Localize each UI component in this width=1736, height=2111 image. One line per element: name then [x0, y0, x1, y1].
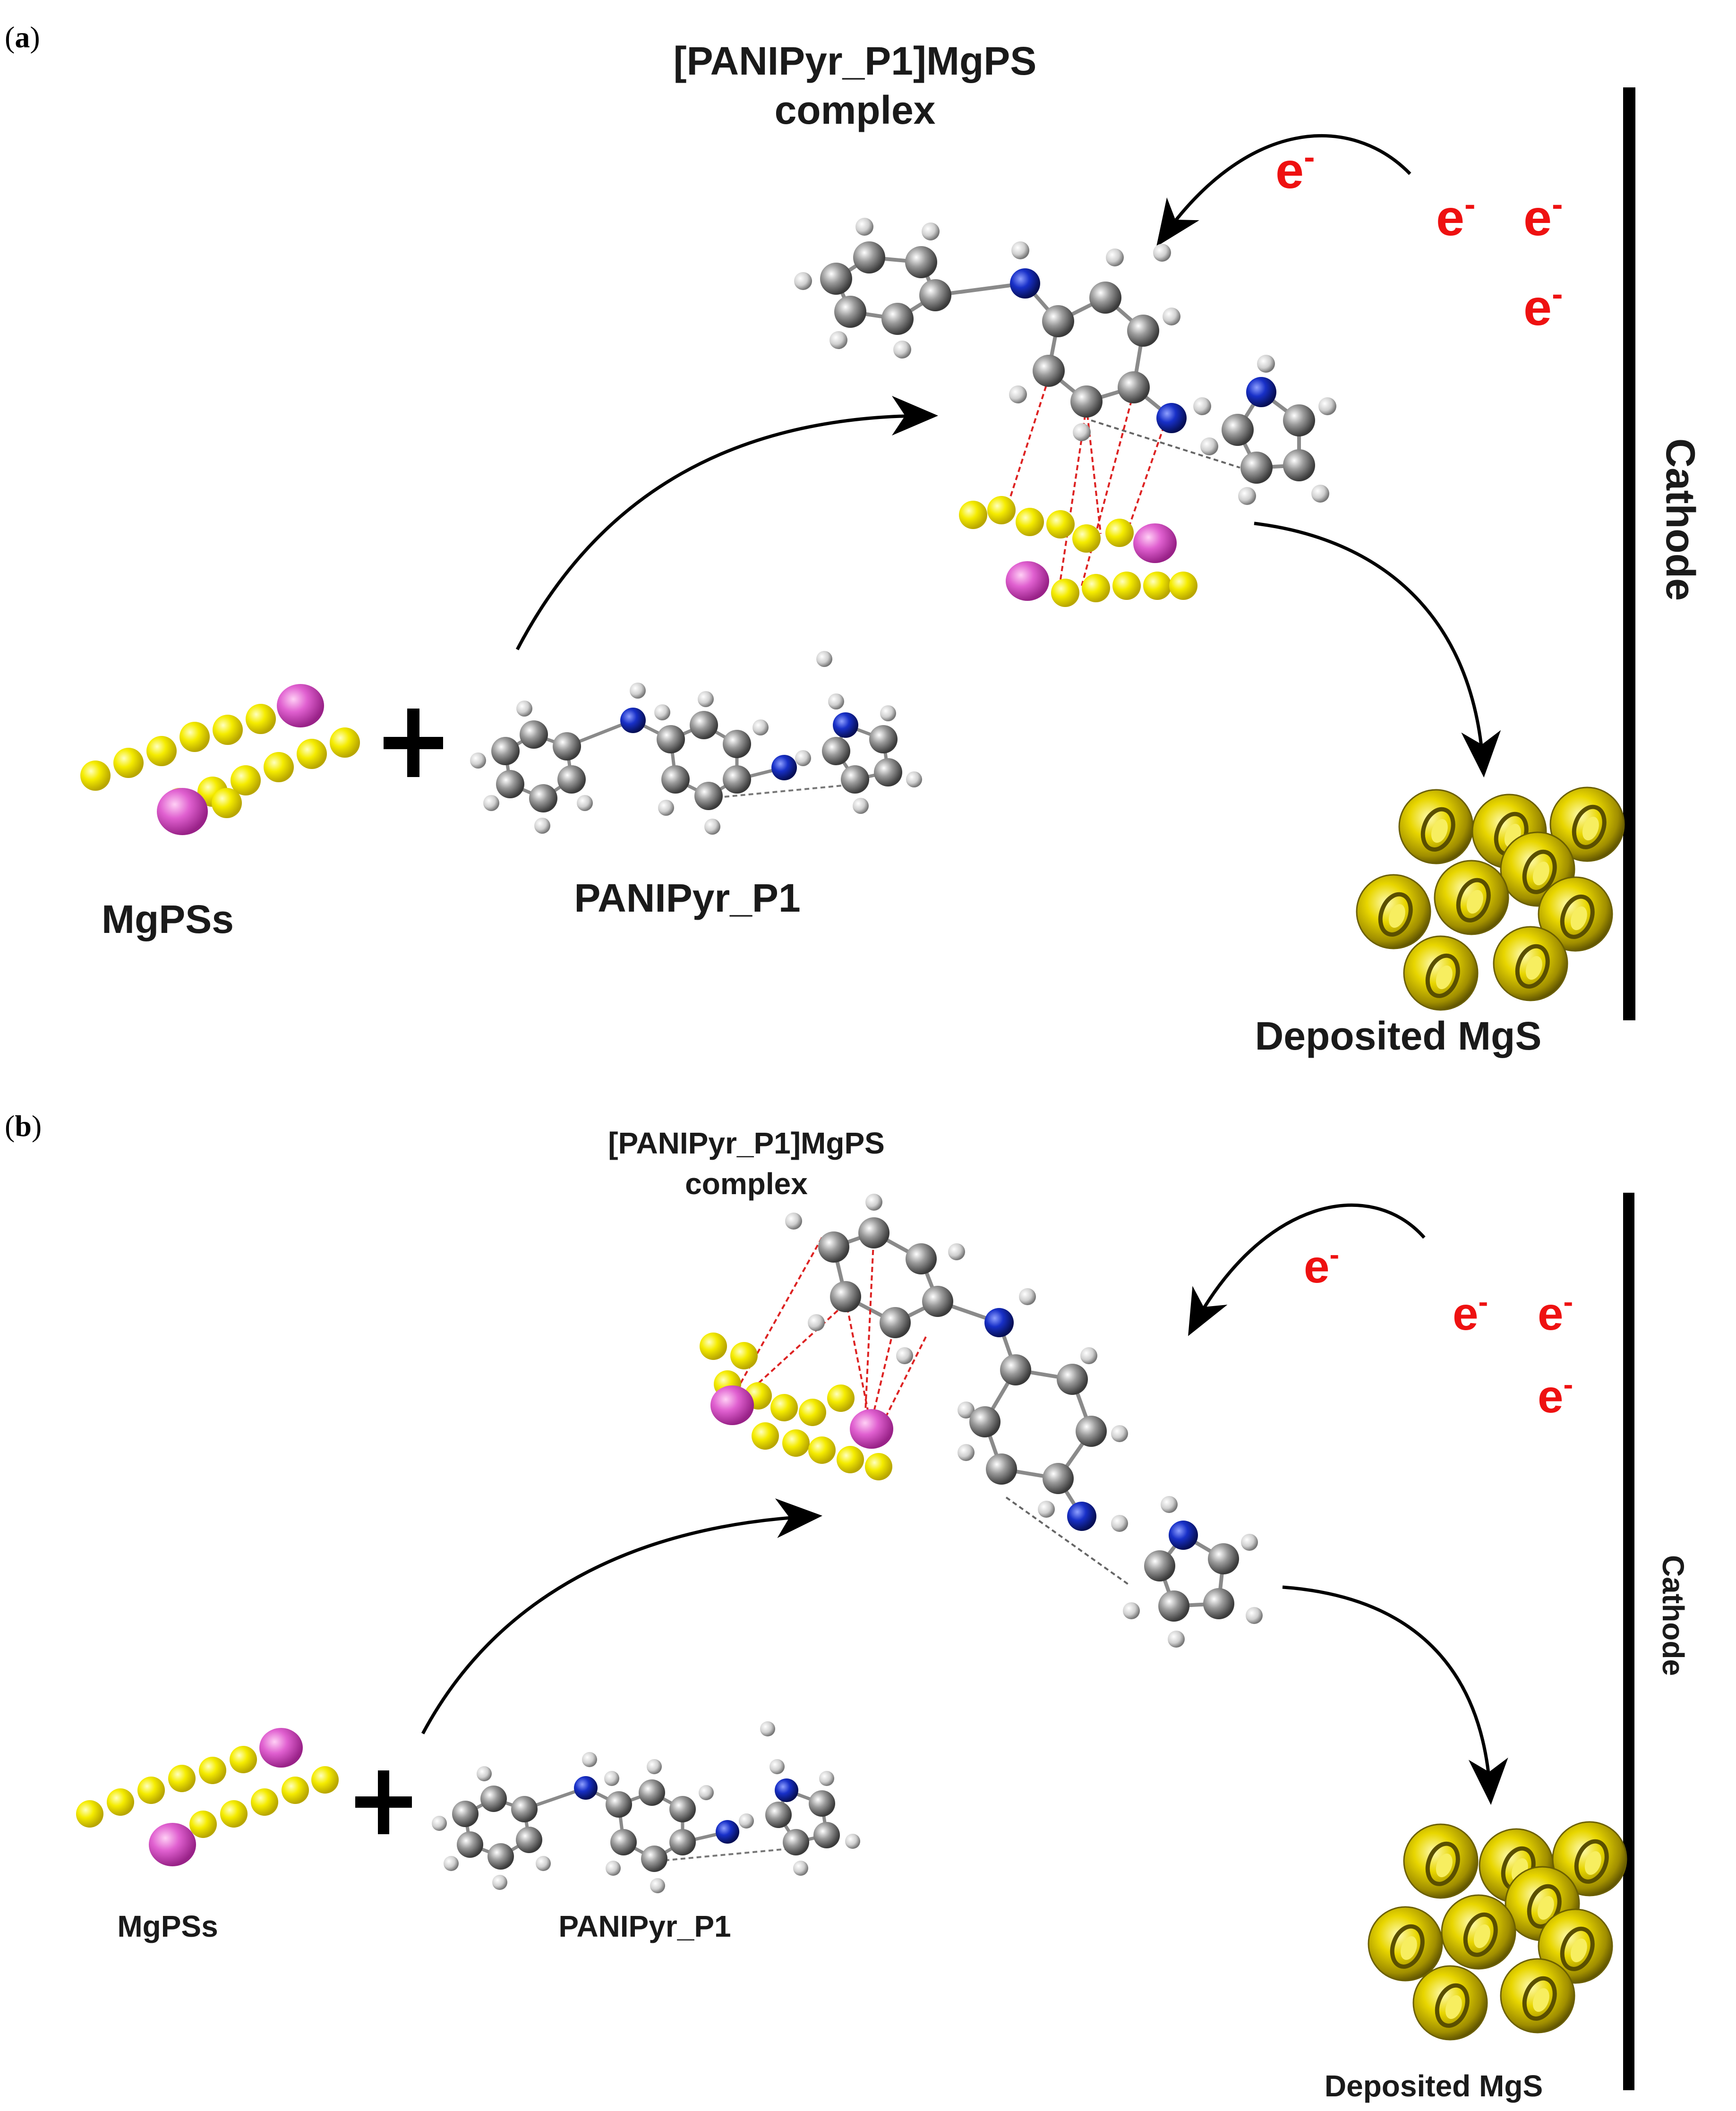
reactant2-label-a: PANIPyr_P1 [574, 876, 800, 920]
panel-b: (b) [PANIPyr_P1]MgPS complex Cathode e- … [5, 1109, 1690, 2103]
product-label-b: Deposited MgS [1325, 2069, 1543, 2103]
deposited-mgs-a [1357, 787, 1624, 1010]
electron-a-4: e- [1523, 275, 1563, 336]
mgs-particle-icon [1404, 1824, 1478, 1898]
cathode-bar-b [1623, 1193, 1634, 2090]
plus-icon [384, 709, 443, 777]
electron-b-4: e- [1538, 1368, 1573, 1422]
plus-icon [355, 1770, 412, 1834]
mgs-particle-icon [1501, 1959, 1574, 2033]
reactant1-label-b: MgPSs [117, 1909, 218, 1943]
mgps-cluster-a [80, 684, 360, 835]
complex-title-a-line1: [PANIPyr_P1]MgPS [674, 39, 1037, 83]
curved-arrow-icon [515, 396, 938, 650]
electron-a-1: e- [1275, 138, 1315, 199]
curved-arrow-icon [1156, 134, 1411, 247]
curved-arrow-icon [421, 1498, 822, 1735]
reactant2-label-b: PANIPyr_P1 [558, 1909, 731, 1943]
complex-molecule-b [700, 1194, 1263, 1648]
cathode-bar-a [1623, 87, 1635, 1020]
panipyr-molecule-b [432, 1721, 860, 1893]
complex-molecule-a [794, 218, 1336, 607]
electron-a-3: e- [1523, 186, 1563, 246]
electron-b-3: e- [1538, 1286, 1573, 1340]
panel-b-label: (b) [5, 1109, 42, 1143]
electron-b-2: e- [1453, 1286, 1488, 1340]
deposited-mgs-b [1368, 1822, 1626, 2040]
panipyr-molecule-a [470, 651, 922, 835]
complex-title-b-line2: complex [685, 1167, 808, 1201]
panel-a: (a) [PANIPyr_P1]MgPS complex Cathode e- … [5, 20, 1703, 1058]
electron-b-1: e- [1304, 1239, 1339, 1292]
mgs-particle-icon [1494, 927, 1567, 1000]
complex-title-b-line1: [PANIPyr_P1]MgPS [608, 1126, 885, 1160]
panel-a-label: (a) [5, 20, 40, 54]
curved-arrow-icon [1188, 1203, 1426, 1336]
mgs-particle-icon [1368, 1907, 1442, 1981]
mgs-particle-icon [1442, 1895, 1515, 1969]
complex-title-a-line2: complex [775, 88, 936, 132]
cathode-label-b: Cathode [1656, 1555, 1690, 1676]
mgs-particle-icon [1413, 1966, 1487, 2040]
mgs-particle-icon [1435, 861, 1508, 934]
curved-arrow-icon [1254, 521, 1501, 778]
mgs-particle-icon [1399, 790, 1473, 863]
curved-arrow-icon [1282, 1585, 1508, 1805]
mgs-particle-icon [1404, 936, 1478, 1010]
electron-a-2: e- [1436, 186, 1475, 246]
cathode-label-a: Cathode [1658, 438, 1703, 601]
reactant1-label-a: MgPSs [102, 897, 234, 941]
mgs-particle-icon [1357, 875, 1430, 949]
mgps-cluster-b [76, 1728, 339, 1866]
product-label-a: Deposited MgS [1255, 1014, 1542, 1058]
